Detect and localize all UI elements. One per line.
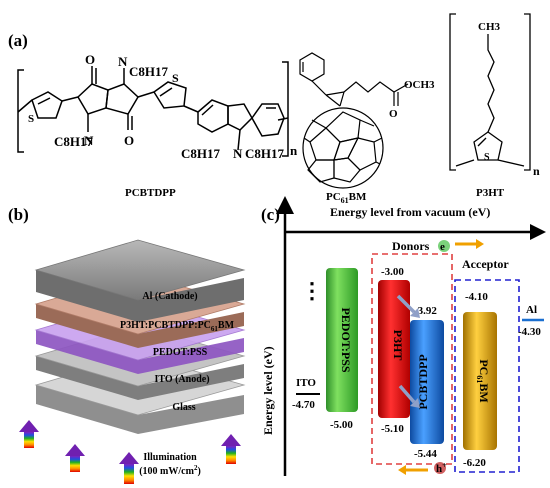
light-arrow-icon bbox=[119, 452, 139, 484]
y-axis-label: Energy level (eV) bbox=[261, 346, 275, 435]
repeat-n: n bbox=[290, 143, 298, 158]
sub-c8h17-bl: C8H17 bbox=[54, 134, 94, 149]
pcbm-bottom-value: -6.20 bbox=[463, 457, 486, 469]
atom-s1: S bbox=[28, 113, 34, 125]
panel-label-a: (a) bbox=[8, 31, 28, 50]
pcbtdpp-bar bbox=[410, 320, 444, 444]
hole-arrow-icon bbox=[398, 465, 428, 475]
illumination-arrows bbox=[19, 420, 241, 484]
pedot-bar-label: PEDOT:PSS bbox=[339, 307, 353, 372]
ito-value: -4.70 bbox=[292, 399, 315, 411]
sub-c8h17-n1: C8H17 bbox=[181, 146, 221, 161]
sub-c8h17-n2: C8H17 bbox=[245, 146, 285, 161]
layer-al bbox=[34, 239, 246, 322]
ellipsis: ⋮ bbox=[301, 278, 323, 303]
pcbtdpp-labels: O N C8H17 S S C8H17 N O C8H17 N C8H17 n … bbox=[28, 52, 298, 199]
p3ht-name: P3HT bbox=[476, 187, 505, 199]
al-label: Al bbox=[526, 304, 537, 316]
pcbm-structure bbox=[299, 52, 409, 189]
electron-symbol: e bbox=[440, 241, 445, 253]
acceptor-label: Acceptor bbox=[462, 257, 509, 271]
layer-label-pedot: PEDOT:PSS bbox=[153, 347, 208, 358]
pcbm-ester: OCH3 bbox=[404, 79, 435, 91]
p3ht-ch3: CH3 bbox=[478, 21, 501, 33]
x-axis-label: Energy level from vacuum (eV) bbox=[330, 205, 490, 219]
p3ht-s: S bbox=[484, 152, 490, 163]
donors-label: Donors bbox=[392, 239, 430, 253]
panel-label-b: (b) bbox=[8, 205, 29, 224]
atom-o2: O bbox=[124, 133, 134, 148]
atom-s2: S bbox=[172, 71, 179, 85]
ito-label: ITO bbox=[296, 377, 316, 389]
p3ht-bar bbox=[378, 280, 410, 418]
layer-label-al: Al (Cathode) bbox=[142, 291, 197, 302]
illumination-line1: Illumination bbox=[143, 452, 197, 463]
p3ht-top-value: -3.00 bbox=[381, 266, 404, 278]
atom-n3: N bbox=[233, 146, 243, 161]
p3ht-structure bbox=[449, 13, 531, 171]
donors-box bbox=[371, 253, 453, 465]
acceptor-box bbox=[454, 279, 520, 473]
device-stack bbox=[34, 239, 246, 434]
al-value: -4.30 bbox=[518, 326, 541, 338]
pedot-bar bbox=[326, 268, 358, 412]
electron-arrow-icon bbox=[455, 239, 484, 249]
pcbtdpp-top-value: -3.92 bbox=[414, 305, 437, 317]
p3ht-bar-label: P3HT bbox=[391, 330, 405, 361]
pcbtdpp-name: PCBTDPP bbox=[125, 187, 176, 199]
sub-c8h17-top: C8H17 bbox=[129, 64, 169, 79]
p3ht-repeat: n bbox=[533, 164, 540, 178]
pcbm-bar bbox=[463, 312, 497, 450]
pcbtdpp-structure bbox=[17, 61, 289, 157]
atom-o1: O bbox=[85, 52, 95, 67]
light-arrow-icon bbox=[221, 434, 241, 464]
pedot-bottom-value: -5.00 bbox=[330, 419, 353, 431]
pcbm-name: PC61BM bbox=[326, 191, 367, 205]
layer-label-glass: Glass bbox=[172, 402, 195, 413]
light-arrow-icon bbox=[65, 444, 85, 472]
layer-label-ito: ITO (Anode) bbox=[154, 374, 209, 385]
panel-label-c: (c) bbox=[261, 205, 280, 224]
atom-n1: N bbox=[118, 54, 128, 69]
pcbm-bar-label: PC61BM bbox=[475, 359, 491, 402]
illumination-line2: (100 mW/cm2) bbox=[139, 464, 201, 477]
pcbm-carbonyl-o: O bbox=[389, 108, 398, 120]
transfer-arrow-icon bbox=[398, 384, 420, 408]
atom-n2: N bbox=[84, 133, 94, 148]
transfer-arrow-icon bbox=[396, 294, 420, 318]
light-arrow-icon bbox=[19, 420, 39, 448]
electron-icon bbox=[438, 240, 450, 252]
energy-axes bbox=[276, 196, 546, 476]
pcbm-top-value: -4.10 bbox=[465, 291, 488, 303]
layer-label-active: P3HT:PCBTDPP:PC61BM bbox=[120, 320, 235, 333]
hole-symbol: h+ bbox=[436, 461, 447, 475]
pcbtdpp-bottom-value: -5.44 bbox=[414, 448, 437, 460]
hole-icon bbox=[434, 462, 446, 474]
p3ht-bottom-value: -5.10 bbox=[381, 423, 404, 435]
pcbtdpp-bar-label: PCBTDPP bbox=[416, 354, 430, 409]
